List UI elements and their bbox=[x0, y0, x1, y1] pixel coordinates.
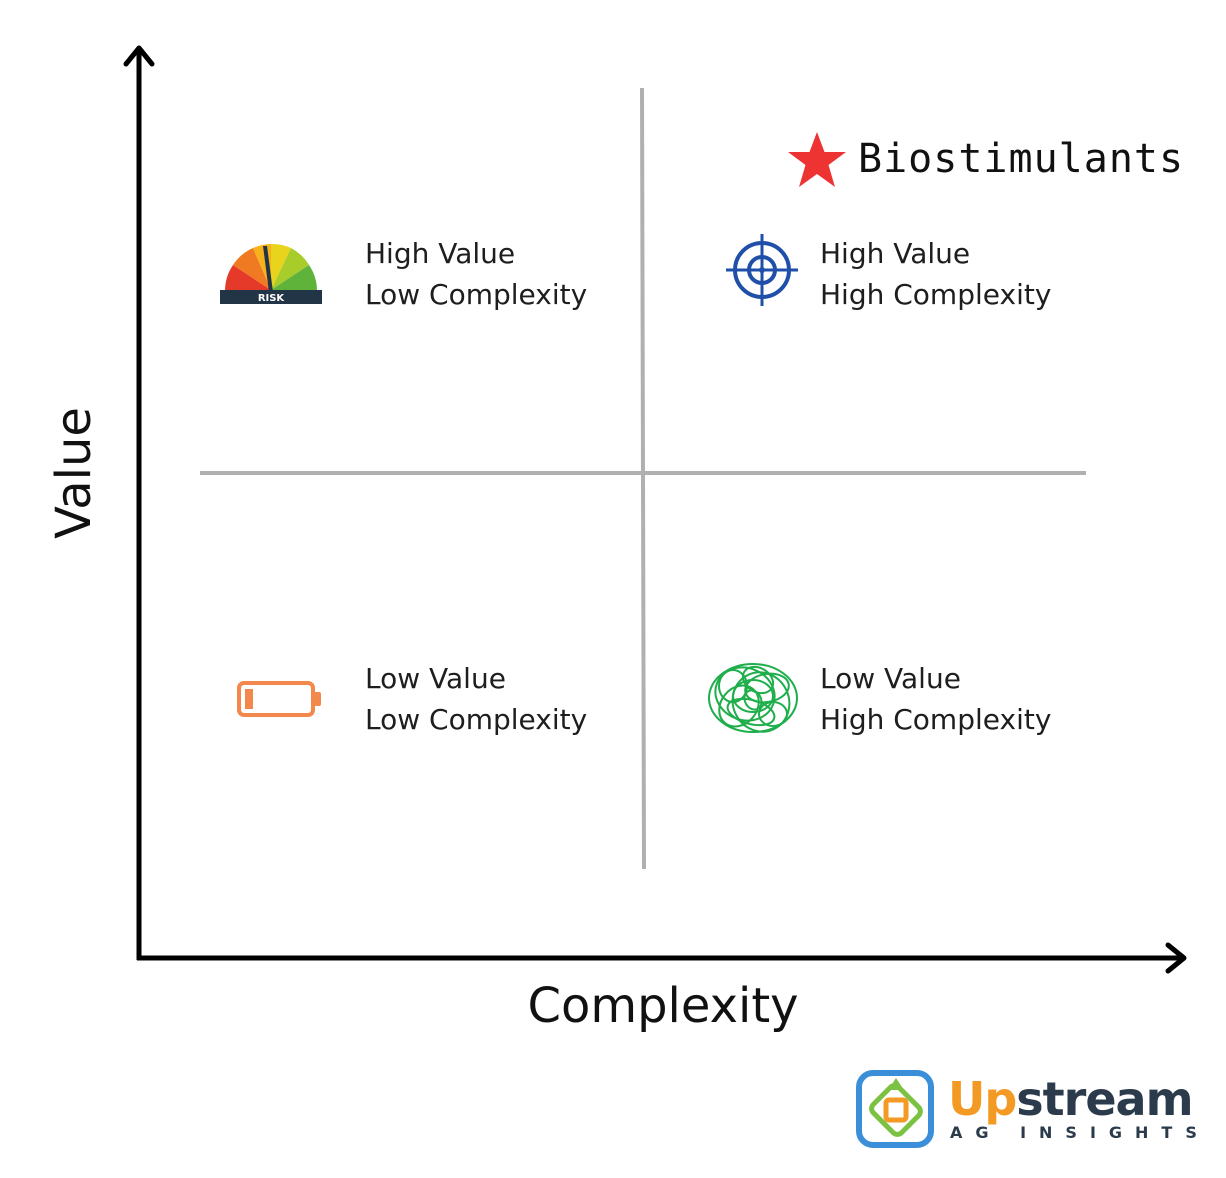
quadrant-label-line: Low Value bbox=[820, 662, 961, 695]
y-axis-arrowhead bbox=[123, 45, 155, 67]
quadrant-label-line: High Complexity bbox=[820, 703, 1052, 736]
quadrant-label-line: Low Complexity bbox=[365, 278, 588, 311]
logo-wordmark: Upstream bbox=[948, 1072, 1194, 1126]
quadrant-label-low-value-high-complexity: Low Value High Complexity bbox=[820, 658, 1051, 740]
quadrant-label-line: Low Value bbox=[365, 662, 506, 695]
quadrant-label-low-value-low-complexity: Low Value Low Complexity bbox=[365, 658, 587, 740]
gauge-risk-text: RISK bbox=[258, 293, 286, 304]
quadrant-label-line: High Value bbox=[820, 237, 971, 270]
quadrant-label-line: Low Complexity bbox=[365, 703, 588, 736]
y-axis-label: Value bbox=[46, 407, 102, 539]
vertical-divider bbox=[640, 87, 646, 870]
risk-gauge-icon: RISK bbox=[220, 243, 322, 304]
logo-tagline: AG INSIGHTS bbox=[950, 1123, 1210, 1142]
target-crosshair-icon bbox=[726, 234, 798, 306]
highlight-label: Biostimulants bbox=[858, 136, 1185, 182]
low-battery-icon bbox=[237, 681, 321, 717]
x-axis-label: Complexity bbox=[527, 978, 799, 1034]
quadrant-label-high-value-high-complexity: High Value High Complexity bbox=[820, 233, 1051, 315]
quadrant-label-high-value-low-complexity: High Value Low Complexity bbox=[365, 233, 587, 315]
quadrant-label-line: High Value bbox=[365, 237, 516, 270]
x-axis-arrowhead bbox=[1165, 942, 1187, 974]
quadrant-label-line: High Complexity bbox=[820, 278, 1052, 311]
logo-wordmark-stream: stream bbox=[1016, 1072, 1193, 1126]
upstream-logo-icon bbox=[856, 1070, 934, 1148]
star-icon bbox=[788, 132, 846, 187]
tangled-scribble-icon bbox=[708, 663, 798, 733]
logo-wordmark-up: Up bbox=[948, 1072, 1017, 1126]
